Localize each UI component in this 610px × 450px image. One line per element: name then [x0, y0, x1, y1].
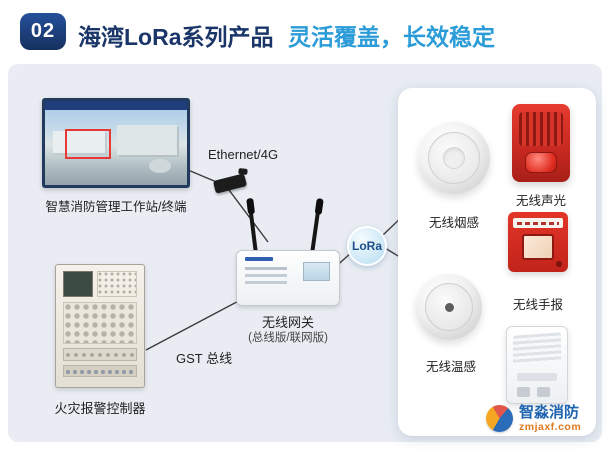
header: 海湾LoRa系列产品 灵活覆盖，长效稳定	[78, 18, 495, 52]
gateway-text-lines	[245, 267, 287, 270]
gateway-body	[236, 250, 340, 306]
call-point-label-band	[513, 218, 563, 228]
building-shape	[117, 125, 177, 155]
red-highlight-frame	[65, 129, 111, 159]
brand-site: zmjaxf.com	[519, 421, 582, 433]
module-slot	[517, 373, 557, 381]
gateway-brand-strip	[245, 257, 273, 261]
controller-display	[63, 271, 93, 297]
controller-top-section	[63, 271, 137, 297]
device-panel: 无线烟感 无线声光 无线手报 无线温感	[398, 88, 596, 436]
wireless-heat-detector-image	[416, 274, 482, 340]
brand-text-block: 智淼消防 zmjaxf.com	[519, 404, 581, 433]
brand-icon	[486, 405, 513, 432]
controller-strip	[63, 348, 137, 361]
module-vent	[513, 332, 561, 366]
controller-led-grid	[97, 271, 137, 297]
module-buttons	[517, 387, 550, 397]
page-subtitle: 灵活覆盖，长效稳定	[287, 24, 495, 50]
gateway-sublabel: (总线版/联网版)	[248, 332, 328, 344]
controller-label: 火灾报警控制器	[54, 401, 146, 416]
wireless-sounder-strobe-image	[512, 104, 570, 182]
controller-button-grid	[63, 302, 137, 344]
antenna-icon	[247, 202, 258, 255]
wireless-module-image	[506, 326, 568, 404]
controller-indicator-row	[63, 365, 137, 377]
sounder-beacon	[525, 152, 557, 173]
workstation-monitor-image	[42, 98, 190, 188]
fire-alarm-controller-image	[55, 264, 145, 388]
watermark-logo: 智淼消防 zmjaxf.com	[486, 404, 581, 433]
workstation-screen	[45, 101, 187, 185]
gateway-label: 无线网关	[261, 315, 314, 330]
section-number-badge: 02	[20, 13, 66, 50]
screen-header-bar	[45, 101, 187, 110]
tank-shape	[149, 159, 171, 173]
gateway-display	[303, 262, 330, 281]
brand-name: 智淼消防	[519, 404, 580, 421]
sounder-strobe-label: 无线声光	[515, 194, 566, 208]
lora-bubble: LoRa	[347, 226, 387, 266]
heat-detector-sensor-dot	[444, 302, 454, 312]
wireless-manual-call-point-image	[508, 212, 568, 272]
page-title: 海湾LoRa系列产品	[78, 24, 274, 50]
wireless-gateway-image	[236, 200, 340, 306]
sounder-grille	[519, 112, 563, 146]
heat-detector-label: 无线温感	[425, 360, 476, 374]
ethernet-4g-label: Ethernet/4G	[208, 147, 279, 162]
wireless-smoke-detector-image	[418, 122, 490, 194]
call-point-led	[556, 261, 562, 267]
gst-bus-label: GST 总线	[176, 351, 233, 366]
manual-call-point-label: 无线手报	[512, 298, 563, 312]
workstation-label: 智慧消防管理工作站/终端	[45, 200, 187, 214]
smoke-detector-label: 无线烟感	[428, 216, 479, 230]
antenna-icon	[310, 202, 322, 255]
call-point-glass	[522, 234, 554, 260]
